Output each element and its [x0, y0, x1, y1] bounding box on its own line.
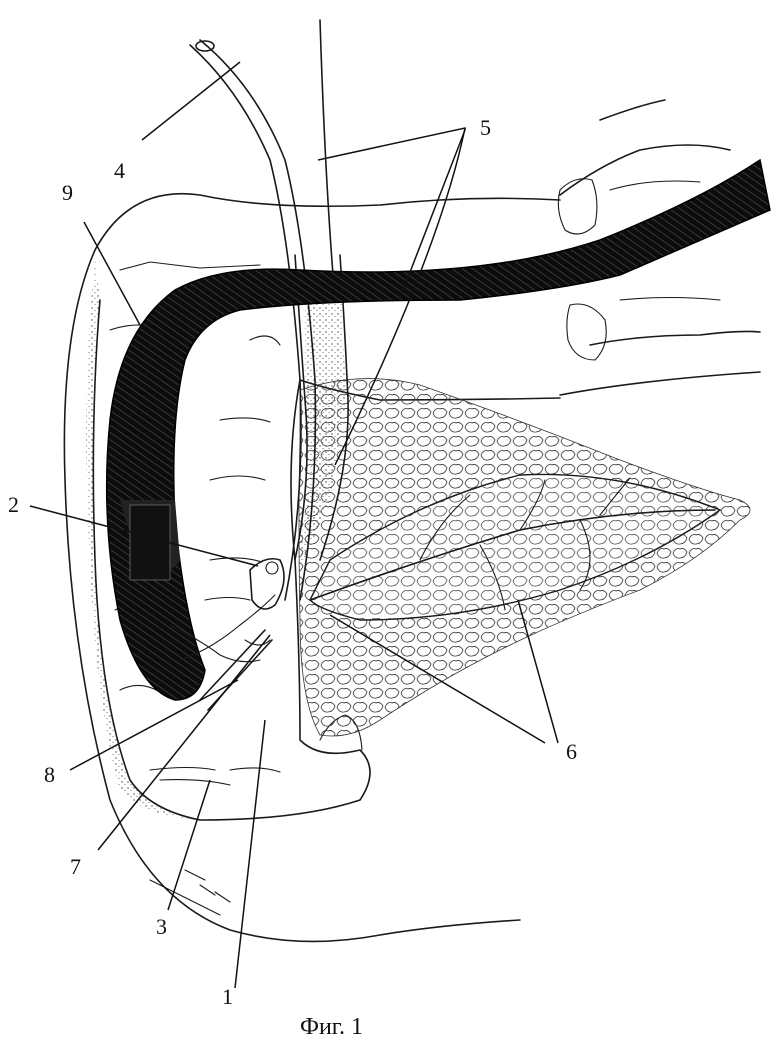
- pancreas: [298, 378, 751, 737]
- label-7: 7: [70, 854, 81, 879]
- label-8: 8: [44, 762, 55, 787]
- papilla-instruments: [199, 557, 285, 711]
- figure-labels: 1 2 3 4 5 6 7 8 9: [8, 115, 577, 1009]
- endoscope: [105, 158, 771, 701]
- label-2: 2: [8, 492, 19, 517]
- label-9: 9: [62, 180, 73, 205]
- label-3: 3: [156, 914, 167, 939]
- stomach-outline: [557, 99, 761, 396]
- label-4: 4: [114, 158, 125, 183]
- leader-lines: [29, 61, 559, 989]
- label-6: 6: [566, 739, 577, 764]
- figure-caption: Фиг. 1: [300, 1014, 363, 1040]
- label-1: 1: [222, 984, 233, 1009]
- label-5: 5: [480, 115, 491, 140]
